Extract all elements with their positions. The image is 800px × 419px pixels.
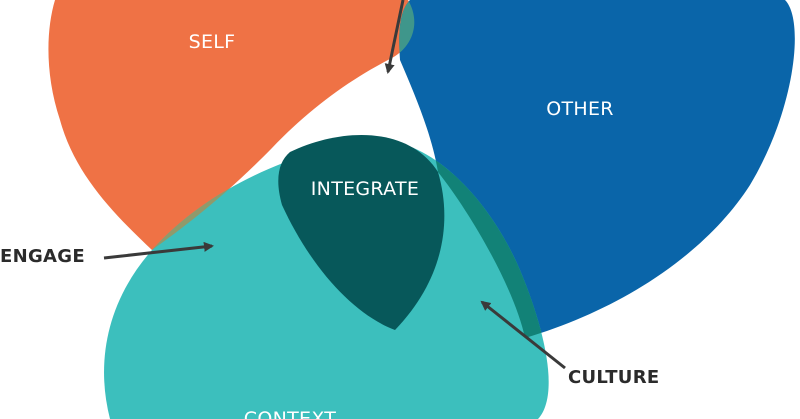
culture-label: CULTURE	[568, 367, 659, 388]
integrate-region	[278, 134, 445, 330]
other-label: OTHER	[546, 98, 614, 120]
engage-arrow	[103, 241, 214, 260]
top-arrow	[384, 0, 405, 74]
engage-label: ENGAGE	[0, 246, 85, 267]
self-label: SELF	[189, 31, 236, 53]
context-label: CONTEXT	[244, 408, 337, 419]
integrate-label: INTEGRATE	[311, 178, 419, 200]
culture-arrow	[480, 300, 566, 370]
